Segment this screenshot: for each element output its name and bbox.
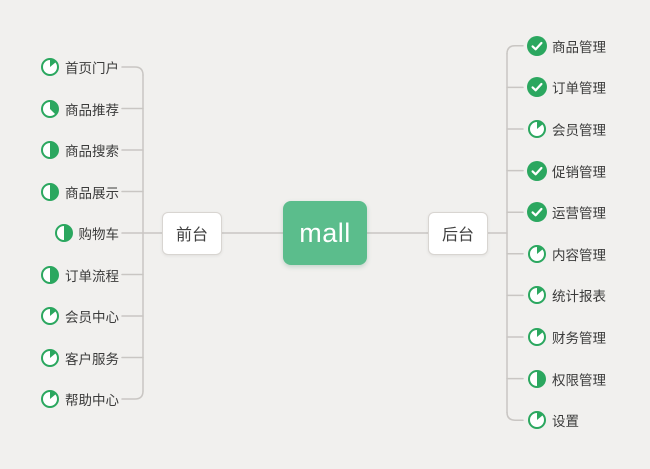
task-progress-icon	[40, 99, 60, 119]
subtopic-item[interactable]: 设置	[527, 410, 579, 430]
task-progress-icon	[40, 57, 60, 77]
subtopic-label: 购物车	[78, 227, 120, 242]
subtopic-item[interactable]: 帮助中心	[40, 389, 119, 409]
subtopic-label: 设置	[552, 414, 579, 430]
subtopic-item[interactable]: 购物车	[54, 223, 120, 243]
subtopic-label: 统计报表	[552, 289, 606, 305]
task-progress-icon	[54, 223, 74, 243]
subtopic-label: 商品管理	[552, 39, 606, 55]
root-topic-label: mall	[299, 217, 351, 248]
subtopic-label: 促销管理	[552, 164, 606, 180]
subtopic-item[interactable]: 运营管理	[527, 202, 606, 223]
subtopic-label: 客户服务	[65, 351, 119, 367]
subtopic-label: 权限管理	[552, 372, 606, 388]
task-done-icon	[527, 160, 547, 181]
subtopic-item[interactable]: 商品展示	[40, 182, 119, 202]
subtopic-item[interactable]: 客户服务	[40, 348, 119, 368]
task-progress-icon	[527, 327, 547, 347]
branch-topic-backend-label: 后台	[441, 227, 474, 244]
subtopic-label: 订单管理	[552, 81, 606, 97]
task-done-icon	[527, 77, 547, 98]
subtopic-label: 会员中心	[65, 310, 119, 325]
task-progress-icon	[40, 306, 60, 326]
subtopic-label: 商品搜索	[65, 144, 119, 159]
task-progress-icon	[40, 265, 60, 285]
branch-topic-backend[interactable]: 后台	[428, 211, 488, 255]
task-progress-icon	[527, 410, 547, 430]
subtopic-item[interactable]: 订单流程	[40, 265, 119, 285]
subtopic-item[interactable]: 内容管理	[527, 244, 606, 264]
subtopic-item[interactable]: 会员管理	[527, 119, 606, 139]
task-progress-icon	[527, 244, 547, 264]
subtopic-item[interactable]: 财务管理	[527, 327, 606, 347]
subtopic-label: 订单流程	[65, 268, 119, 284]
subtopic-label: 内容管理	[552, 247, 606, 263]
subtopic-label: 会员管理	[552, 123, 606, 138]
subtopic-label: 首页门户	[65, 61, 119, 76]
subtopic-label: 商品展示	[65, 185, 119, 201]
subtopic-item[interactable]: 首页门户	[40, 57, 119, 77]
task-progress-icon	[40, 182, 60, 202]
subtopic-label: 帮助中心	[65, 393, 119, 408]
root-topic-mall[interactable]: mall	[283, 201, 367, 265]
subtopic-item[interactable]: 商品管理	[527, 35, 606, 56]
task-progress-icon	[527, 285, 547, 305]
subtopic-item[interactable]: 会员中心	[40, 306, 119, 326]
task-done-icon	[527, 35, 547, 56]
subtopic-item[interactable]: 促销管理	[527, 160, 606, 181]
task-progress-icon	[40, 389, 60, 409]
task-done-icon	[527, 202, 547, 223]
subtopic-item[interactable]: 权限管理	[527, 369, 606, 389]
task-progress-icon	[527, 369, 547, 389]
task-progress-icon	[40, 348, 60, 368]
subtopic-item[interactable]: 统计报表	[527, 285, 606, 305]
branch-topic-frontend-label: 前台	[175, 227, 208, 244]
subtopic-label: 运营管理	[552, 206, 606, 222]
subtopic-label: 财务管理	[552, 331, 606, 346]
task-progress-icon	[40, 140, 60, 160]
subtopic-label: 商品推荐	[65, 102, 119, 118]
subtopic-item[interactable]: 商品搜索	[40, 140, 119, 160]
branch-topic-frontend[interactable]: 前台	[162, 211, 222, 255]
subtopic-item[interactable]: 商品推荐	[40, 99, 119, 119]
subtopic-item[interactable]: 订单管理	[527, 77, 606, 98]
task-progress-icon	[527, 119, 547, 139]
